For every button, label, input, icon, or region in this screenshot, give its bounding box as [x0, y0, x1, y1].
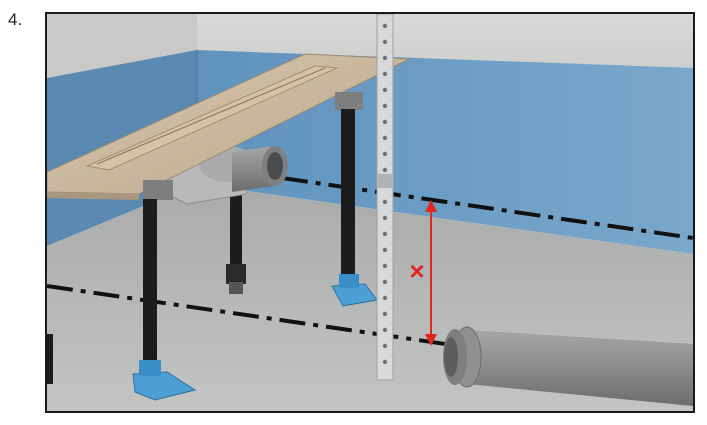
measuring-rail — [376, 14, 394, 381]
shower-drain-channel — [47, 53, 411, 200]
adjustable-leg-front-left — [132, 199, 197, 401]
installation-illustration: × — [45, 12, 695, 413]
dimension-marker: × — [409, 256, 424, 286]
drain-pipe — [443, 326, 693, 406]
dimension-arrow — [425, 200, 437, 346]
adjustable-leg-edge — [47, 334, 53, 384]
outlet-pipe-short — [232, 146, 288, 192]
step-number: 4. — [8, 10, 23, 29]
